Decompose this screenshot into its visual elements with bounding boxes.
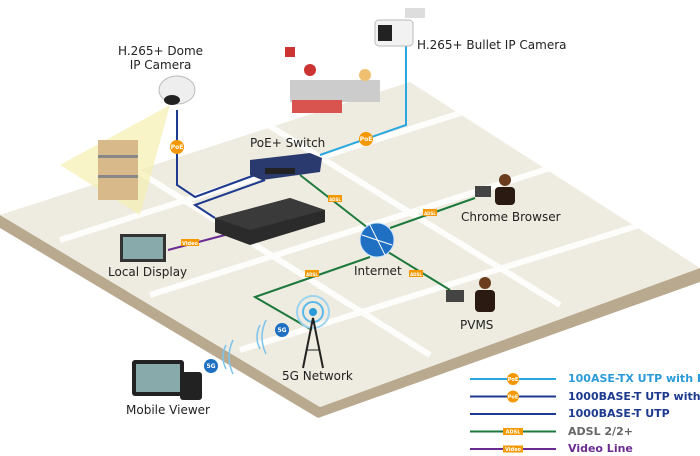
mobile-viewer-label: Mobile Viewer [126, 403, 210, 417]
adsl-badge: ADSL [423, 209, 437, 216]
local-display-label: Local Display [108, 265, 188, 279]
legend-label: ADSL 2/2+ [568, 424, 633, 438]
dome-camera-icon [158, 75, 196, 105]
mobile-devices-icon [132, 360, 202, 400]
legend-label: Video Line [568, 442, 633, 455]
legend-label: 1000BASE-T UTP with PoE [568, 389, 700, 403]
wireless-waves-icon [222, 319, 267, 375]
legend-badge: Video [503, 445, 523, 453]
pvms-label: PVMS [460, 318, 494, 332]
legend-badge: ADSL [503, 428, 523, 436]
ground-plane [0, 82, 700, 407]
poe-badge: PoE [170, 140, 184, 154]
line-internet-to-5g [252, 256, 371, 331]
internet-label: Internet [354, 264, 402, 278]
video-badge: Video [181, 239, 199, 247]
chrome-browser-label: Chrome Browser [461, 210, 561, 224]
nvr-icon [215, 198, 325, 245]
poe-switch-icon [250, 153, 322, 180]
svg-text:ADSL: ADSL [424, 211, 436, 216]
svg-text:5G: 5G [277, 327, 286, 334]
legend-badge: PoE [507, 373, 519, 385]
internet-globe-icon [359, 222, 395, 258]
local-display-icon [120, 234, 166, 262]
svg-text:Video: Video [182, 241, 198, 247]
line-switch-to-nvr [192, 179, 266, 219]
svg-text:PoE: PoE [508, 395, 519, 401]
5g-tower-icon [296, 295, 330, 369]
pvms-user-icon [446, 277, 495, 312]
svg-text:ADSL: ADSL [410, 272, 422, 277]
svg-text:PoE: PoE [171, 144, 184, 151]
line-bullet-to-switch [319, 45, 407, 156]
legend-label: 1000BASE-T UTP [568, 407, 670, 420]
adsl-badge: ADSL [328, 195, 342, 202]
legend-lines: PoE PoE ADSL Video [470, 373, 556, 453]
svg-text:PoE: PoE [360, 136, 373, 143]
legend-label: 100ASE-TX UTP with PoE [568, 372, 700, 385]
5g-badge: 5G [275, 323, 289, 337]
bullet-camera-label: H.265+ Bullet IP Camera [417, 38, 567, 52]
svg-text:PoE: PoE [508, 377, 519, 383]
svg-text:5G: 5G [206, 363, 215, 370]
5g-network-label: 5G Network [282, 369, 353, 383]
svg-text:Video: Video [505, 447, 521, 453]
bullet-camera-icon [374, 8, 425, 47]
warehouse-shelves-icon [98, 140, 138, 200]
chrome-browser-user-icon [475, 174, 515, 205]
legend-badge: PoE [507, 390, 519, 403]
switch-label: PoE+ Switch [250, 136, 326, 150]
svg-text:ADSL: ADSL [329, 197, 341, 202]
streets [59, 107, 641, 358]
store-checkout-icon [285, 47, 380, 113]
5g-badge: 5G [204, 359, 218, 373]
adsl-badge: ADSL [305, 270, 319, 277]
svg-text:ADSL: ADSL [506, 430, 522, 436]
poe-badge: PoE [359, 132, 373, 146]
adsl-badge: ADSL [409, 270, 423, 277]
svg-text:ADSL: ADSL [306, 272, 318, 277]
